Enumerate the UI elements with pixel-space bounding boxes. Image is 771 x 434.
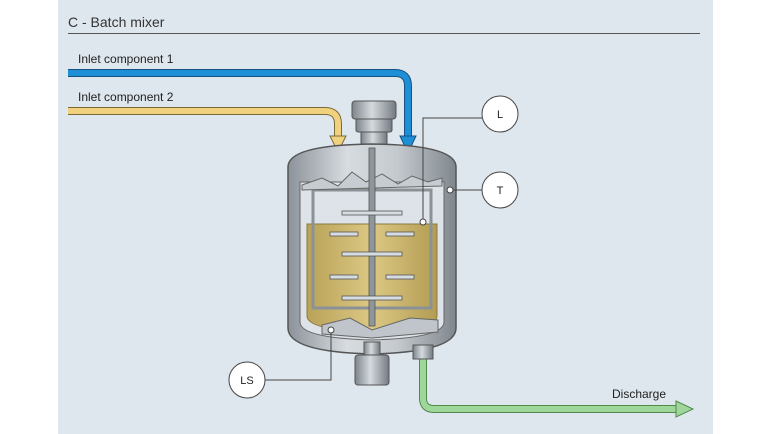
temperature-instrument: T <box>446 171 519 209</box>
level-switch-label: LS <box>240 375 253 387</box>
level-instrument: L <box>419 95 519 226</box>
discharge-label: Discharge <box>612 387 666 401</box>
level-label: L <box>497 109 503 121</box>
bottom-drive <box>354 341 390 386</box>
agitator <box>329 147 415 327</box>
inlet-2-pipe <box>68 107 347 154</box>
inlet-2-label: Inlet component 2 <box>78 90 174 104</box>
agitator-motor <box>351 100 397 150</box>
diagram-title: C - Batch mixer <box>68 14 165 30</box>
inlet-1-label: Inlet component 1 <box>78 52 174 66</box>
level-switch-instrument: LS <box>228 326 335 399</box>
inlet-1-pipe <box>68 69 417 155</box>
title-divider <box>68 33 700 34</box>
discharge-pipe <box>419 358 695 418</box>
temperature-label: T <box>497 185 504 197</box>
